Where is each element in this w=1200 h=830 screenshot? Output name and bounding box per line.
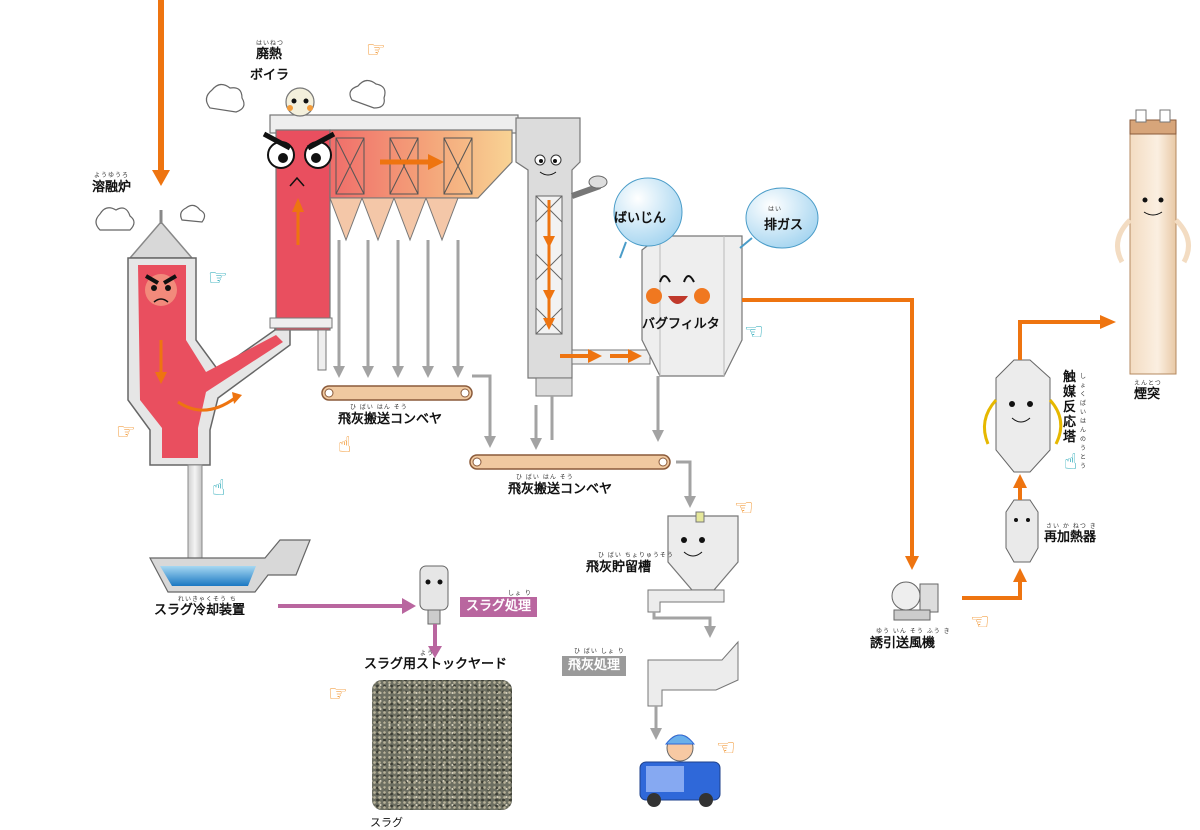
- waste-heat-label: 廃熱: [256, 47, 283, 62]
- fly-ash-silo-label: 飛灰貯留槽: [586, 560, 652, 575]
- furnace-left-hand-pointer-icon[interactable]: ☞: [116, 420, 136, 445]
- melting-furnace: [95, 204, 291, 561]
- slag-cooler: [149, 539, 311, 593]
- reheater: [1005, 499, 1039, 563]
- conveyor-hand-pointer-icon[interactable]: ☝: [338, 433, 352, 458]
- fly-ash-processing-tag: 飛灰処理: [562, 656, 627, 676]
- dust-bubble: [613, 177, 683, 259]
- tower-hand-pointer-icon[interactable]: ☝: [1064, 450, 1078, 475]
- fly-ash-silo-ruby: ひ ばい ちょりゅうそう: [598, 552, 674, 559]
- bag-filter: [641, 235, 919, 570]
- exhaust-gas-label: 排ガス: [764, 218, 804, 233]
- gas-arrow-to-reheater: [962, 580, 1022, 600]
- bag-filter-hand-pointer-icon[interactable]: ☜: [744, 320, 764, 345]
- catalytic-tower-label: 触媒反応塔: [1063, 370, 1077, 445]
- economizer-tower: [515, 117, 651, 450]
- slag-stockyard-ruby: よう: [420, 650, 435, 657]
- fly-ash-conveyor-1-ruby: ひ ばい はん そう: [350, 404, 408, 411]
- slag-processing-tag: スラグ処理: [460, 597, 538, 617]
- catalytic-reaction-tower: [982, 359, 1063, 473]
- exhaust-gas-ruby: はい: [768, 206, 783, 213]
- boiler-hand-pointer-icon[interactable]: ☞: [366, 38, 386, 63]
- dust-label: ばいじん: [614, 211, 667, 226]
- fly-ash-silo: [639, 511, 739, 807]
- reheater-label: 再加熱器: [1044, 530, 1097, 545]
- slag-outlet-hand-pointer-icon[interactable]: ☝: [212, 476, 226, 501]
- stack-label: 煙突: [1134, 387, 1161, 402]
- stockyard-hand-pointer-icon[interactable]: ☞: [328, 682, 348, 707]
- furnace-hand-pointer-icon[interactable]: ☞: [208, 266, 228, 291]
- fly-ash-processing-ruby: ひ ばい しょ り: [574, 648, 625, 655]
- fly-ash-conveyor-2-ruby: ひ ばい はん そう: [516, 474, 574, 481]
- slag-processing-ruby: しょ り: [508, 590, 532, 597]
- truck-hand-pointer-icon[interactable]: ☜: [716, 736, 736, 761]
- fly-ash-conveyor-2: [469, 454, 696, 508]
- boiler-label: ボイラ: [250, 68, 290, 83]
- bag-filter-label: バグフィルタ: [642, 317, 720, 332]
- fan-hand-pointer-icon[interactable]: ☜: [970, 610, 990, 635]
- induced-draft-fan-ruby: ゆう いん そう ふう き: [876, 628, 951, 635]
- smokestack: [1115, 109, 1191, 375]
- reheater-ruby: さい か ねつ き: [1046, 523, 1097, 530]
- exhaust-gas-bubble: [739, 187, 819, 249]
- catalytic-tower-ruby: しょくばいはんのうとう: [1080, 373, 1087, 470]
- silo-hand-pointer-icon[interactable]: ☜: [734, 496, 754, 521]
- fly-ash-conveyor-1: [321, 374, 496, 448]
- stack-ruby: えんとつ: [1134, 380, 1162, 387]
- fly-ash-conveyor-2-label: 飛灰搬送コンベヤ: [508, 482, 613, 497]
- slag-stockyard-label: スラグ用ストックヤード: [364, 657, 508, 672]
- waste-heat-boiler: [205, 79, 519, 378]
- melting-furnace-label: 溶融炉: [92, 180, 132, 195]
- melting-furnace-ruby: ようゆうろ: [94, 172, 130, 179]
- induced-draft-fan-label: 誘引送風機: [870, 636, 936, 651]
- fly-ash-conveyor-1-label: 飛灰搬送コンベヤ: [338, 412, 443, 427]
- waste-input-arrow: [152, 0, 170, 186]
- slag-photo: [372, 680, 512, 810]
- slag-processor: [419, 565, 449, 625]
- slag-label: スラグ: [370, 816, 403, 829]
- slag-cooler-label: スラグ冷却装置: [154, 603, 246, 618]
- waste-heat-ruby: はいねつ: [256, 40, 285, 47]
- slag-cooler-ruby: れいきゃくそう ち: [178, 596, 237, 603]
- induced-draft-fan: [891, 581, 939, 621]
